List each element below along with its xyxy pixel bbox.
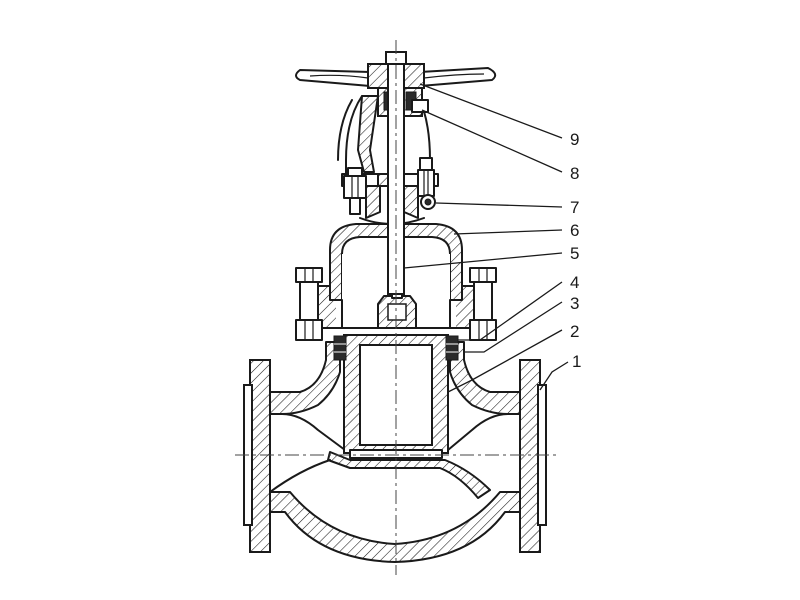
- callout-7: 7: [570, 198, 579, 217]
- body-partition: [327, 451, 491, 499]
- callout-1: 1: [572, 352, 581, 371]
- leader-1: [539, 361, 569, 391]
- body-upper-left-wall: [269, 341, 341, 415]
- body-upper-right-wall: [449, 341, 521, 415]
- callout-9: 9: [570, 130, 579, 149]
- bonnet-bolts: [295, 267, 497, 341]
- callout-4: 4: [570, 273, 579, 292]
- leader-4: [458, 281, 563, 341]
- gland-bolts: [343, 157, 436, 215]
- callout-8: 8: [570, 164, 579, 183]
- callout-labels: 9 8 7 6 5 4 3 2 1: [570, 130, 581, 371]
- callout-3: 3: [570, 294, 579, 313]
- callout-leaders: [403, 83, 569, 393]
- callout-2: 2: [570, 322, 579, 341]
- leader-3: [464, 301, 563, 353]
- center-lines: [235, 40, 560, 575]
- callout-6: 6: [570, 221, 579, 240]
- leader-5: [403, 252, 563, 269]
- leader-8: [421, 109, 563, 173]
- leader-7: [435, 202, 563, 208]
- valve-body: [243, 341, 547, 563]
- body-lower-bowl: [269, 491, 521, 563]
- leader-9: [419, 83, 563, 139]
- callout-5: 5: [570, 244, 579, 263]
- leader-6: [453, 229, 563, 235]
- body-gaskets: [333, 335, 459, 361]
- stem-disc-connector: [377, 289, 417, 329]
- leader-2: [447, 329, 563, 393]
